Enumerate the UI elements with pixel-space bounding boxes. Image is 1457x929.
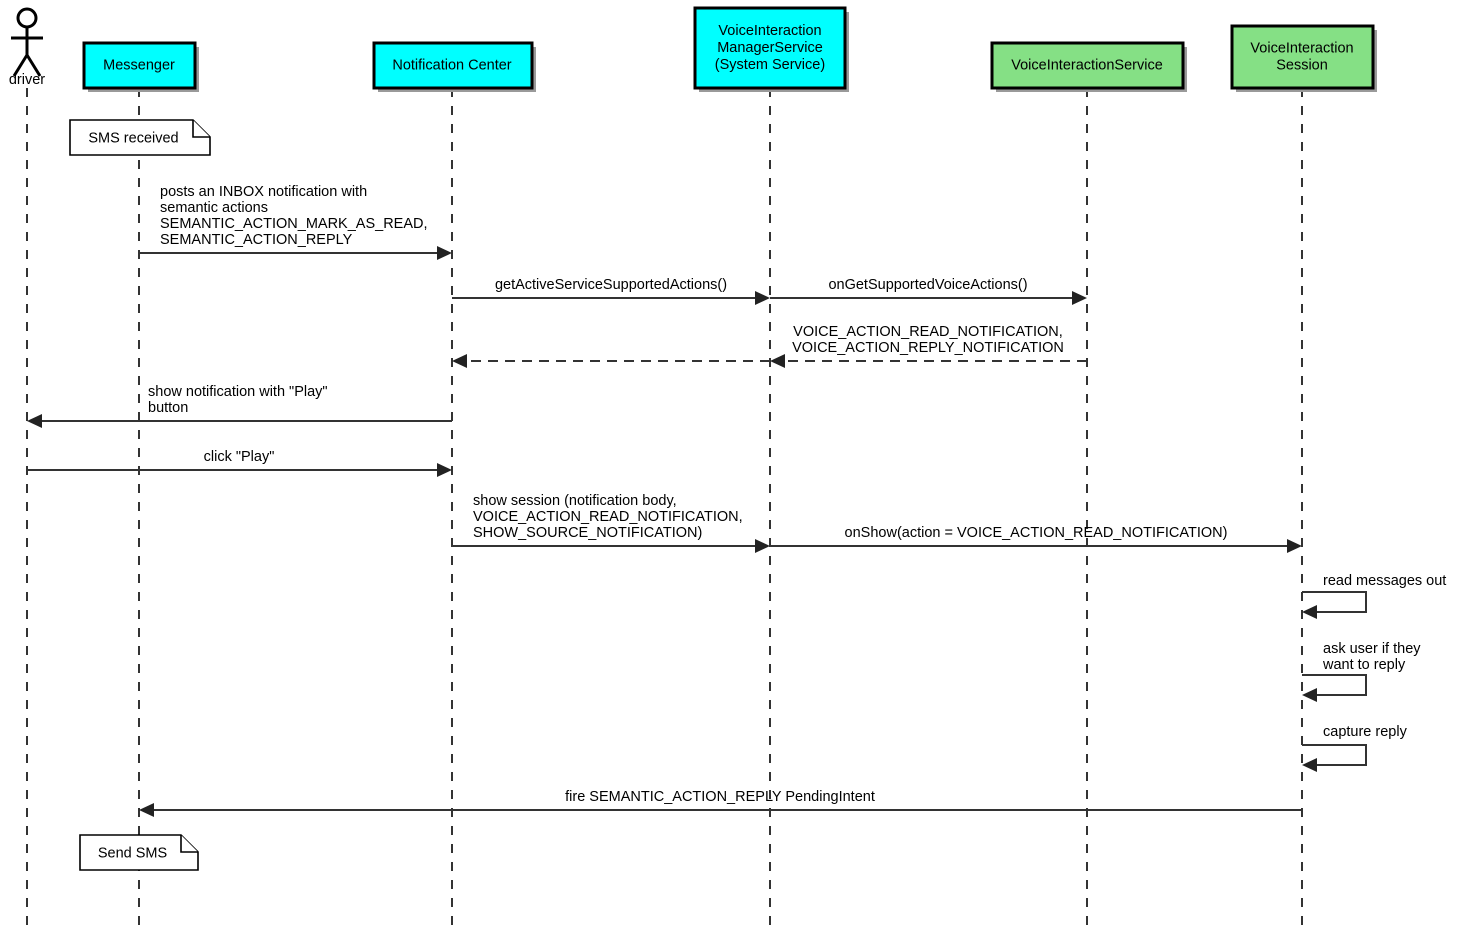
note-fold-corner-icon [192, 120, 210, 138]
msg-return-voice-actions-to-notification-center [452, 354, 770, 368]
msg-show-session: show session (notification body,VOICE_AC… [452, 493, 770, 553]
actor-body-icon [11, 27, 43, 77]
lifelines-group [26, 88, 1303, 929]
arrowhead-icon [1302, 605, 1317, 619]
arrowhead-icon [437, 246, 452, 260]
note-sms-received: SMS received [69, 119, 211, 156]
message-label: getActiveServiceSupportedActions() [495, 277, 727, 293]
message-label: SEMANTIC_ACTION_REPLY [160, 232, 353, 248]
self-call-line [1302, 674, 1367, 696]
self-call-label: ask user if they [1323, 641, 1421, 657]
msg-get-active-service-supported-actions: getActiveServiceSupportedActions() [452, 277, 770, 305]
message-label: button [148, 400, 188, 416]
message-label: posts an INBOX notification with [160, 184, 367, 200]
participant-messenger[interactable]: Messenger [82, 41, 199, 92]
self-call-line [1302, 591, 1367, 613]
actor-group: driver [9, 7, 45, 88]
actor-head-icon [16, 7, 38, 29]
participants-group: Messenger Notification Center VoiceInterac… [82, 6, 1377, 92]
message-label: show session (notification body, [473, 493, 677, 509]
message-label: click "Play" [204, 449, 275, 465]
participant-voiceinteractionservice[interactable]: VoiceInteractionService [990, 41, 1187, 92]
msg-fire-semantic-action-reply-pendingintent: fire SEMANTIC_ACTION_REPLY PendingIntent [139, 789, 1302, 817]
message-label: VOICE_ACTION_READ_NOTIFICATION, [473, 509, 743, 525]
msg-post-inbox-notification: posts an INBOX notification withsemantic… [139, 184, 452, 260]
arrowhead-icon [1302, 688, 1317, 702]
participant-label: VoiceInteractionService [1011, 57, 1163, 73]
message-label: semantic actions [160, 200, 268, 216]
message-label: VOICE_ACTION_READ_NOTIFICATION, [793, 324, 1063, 340]
selfcall-capture-reply: capture reply [1302, 724, 1408, 772]
message-label: fire SEMANTIC_ACTION_REPLY PendingIntent [565, 789, 875, 805]
msg-click-play: click "Play" [27, 449, 452, 477]
self-call-line [1302, 744, 1367, 766]
arrowhead-icon [1302, 758, 1317, 772]
actor-label: driver [9, 72, 45, 88]
arrowhead-icon [27, 414, 42, 428]
message-label: SHOW_SOURCE_NOTIFICATION) [473, 525, 702, 541]
message-label: onShow(action = VOICE_ACTION_READ_NOTIFI… [845, 525, 1228, 541]
participant-label: Notification Center [392, 57, 511, 73]
note-body [79, 834, 199, 871]
participant-label: VoiceInteraction [1250, 40, 1353, 56]
note-text: SMS received [88, 131, 178, 147]
self-call-label: read messages out [1323, 573, 1446, 589]
participant-box[interactable] [372, 41, 534, 90]
arrowhead-icon [437, 463, 452, 477]
note-send-sms: Send SMS [79, 834, 199, 871]
actor-driver: driver [9, 7, 45, 88]
participant-box[interactable] [693, 6, 847, 90]
msg-on-get-supported-voice-actions: onGetSupportedVoiceActions() [770, 277, 1087, 305]
selfcall-read-messages-out: read messages out [1302, 573, 1446, 619]
participant-box[interactable] [1230, 24, 1375, 90]
participant-box[interactable] [990, 41, 1185, 90]
arrowhead-icon [452, 354, 467, 368]
self-call-label: capture reply [1323, 724, 1408, 740]
messages-group: posts an INBOX notification withsemantic… [27, 184, 1302, 817]
note-text: Send SMS [98, 846, 167, 862]
msg-on-show: onShow(action = VOICE_ACTION_READ_NOTIFI… [770, 525, 1302, 553]
message-label: SEMANTIC_ACTION_MARK_AS_READ, [160, 216, 428, 232]
self-call-label: want to reply [1322, 657, 1406, 673]
participant-label: Messenger [103, 57, 175, 73]
participant-notification-center[interactable]: Notification Center [372, 41, 536, 92]
arrowhead-icon [770, 354, 785, 368]
message-label: VOICE_ACTION_REPLY_NOTIFICATION [792, 340, 1064, 356]
msg-show-notification-with-play: show notification with "Play"button [27, 384, 452, 428]
participant-box[interactable] [82, 41, 197, 90]
participant-label: ManagerService [717, 40, 823, 56]
arrowhead-icon [139, 803, 154, 817]
participant-label: VoiceInteraction [718, 23, 821, 39]
participant-label: (System Service) [715, 57, 825, 73]
message-label: show notification with "Play" [148, 384, 328, 400]
note-body [69, 119, 211, 156]
message-label: onGetSupportedVoiceActions() [828, 277, 1027, 293]
arrowhead-icon [755, 291, 770, 305]
participant-label: Session [1276, 57, 1328, 73]
arrowhead-icon [755, 539, 770, 553]
msg-return-voice-actions-to-manager: VOICE_ACTION_READ_NOTIFICATION,VOICE_ACT… [770, 324, 1087, 368]
note-fold-corner-icon [180, 835, 198, 853]
arrowhead-icon [1287, 539, 1302, 553]
arrowhead-icon [1072, 291, 1087, 305]
